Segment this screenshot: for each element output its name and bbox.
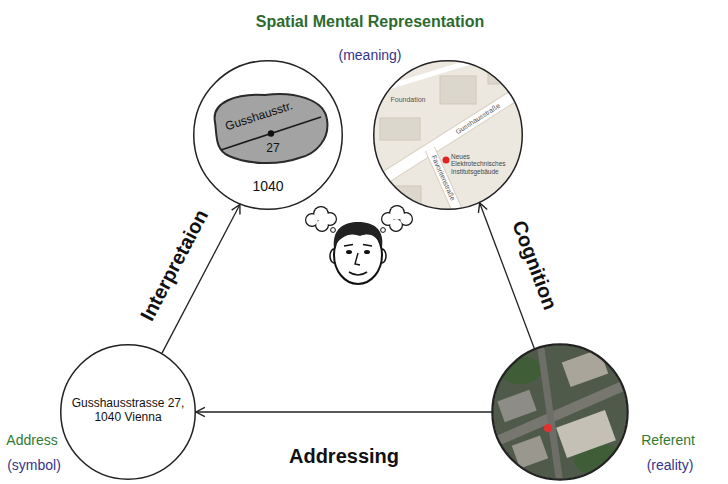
satellite-image-part: [497, 390, 536, 422]
address-dot: [268, 130, 274, 136]
person-face-part: [349, 272, 367, 275]
street-map-part: [380, 118, 420, 140]
street-map-part: [443, 157, 450, 164]
district-outline: [215, 94, 328, 163]
node-outline: [492, 344, 628, 480]
arrow-head: [232, 205, 240, 215]
satellite-image-part: [556, 410, 616, 458]
street-map-part: [370, 55, 530, 215]
subtitle: (meaning): [338, 47, 401, 64]
street-map-part: [440, 76, 476, 104]
meaning-circle: 1040 Gusshausstr.27: [193, 60, 343, 210]
circle-outline: [374, 61, 523, 210]
building-label: Neues Elektrotechnisches Institutsgebäud…: [450, 153, 510, 175]
image-rim: [492, 344, 628, 480]
satellite-image-part: [562, 349, 608, 387]
person-face-part: [364, 250, 370, 254]
person-face-part: [346, 250, 352, 254]
map-label: Foundation: [389, 96, 426, 104]
district-blob: Gusshausstr.27: [207, 90, 331, 166]
thought-bubble-part: [316, 219, 328, 231]
satellite-image-part: [544, 424, 552, 432]
circle-outline: [61, 345, 196, 480]
thought-bubble-part: [390, 219, 402, 231]
connector-arrow: [196, 407, 492, 416]
thought-bubble-part: [400, 213, 412, 225]
house-number: 27: [266, 141, 279, 155]
referent-circle: Referent(reality): [492, 344, 628, 480]
satellite-image-part: [498, 356, 542, 384]
circle-outline: [194, 61, 343, 210]
address-text: Gusshausstrasse 27, 1040 Vienna: [67, 396, 189, 425]
street-label: Gusshausstraße: [453, 101, 502, 136]
connector-line: [196, 411, 492, 412]
corner-subheading: (reality): [647, 457, 694, 474]
diagram-title: Spatial Mental Representation: [256, 12, 485, 31]
corner-subheading: (symbol): [7, 457, 61, 474]
arrow-head: [478, 203, 487, 213]
map-circle: FoundationGusshausstraßeNeues Elektrotec…: [373, 60, 523, 210]
street-map: [370, 55, 530, 215]
street-map-part: [488, 62, 516, 84]
address-circle: Address(symbol)Gusshausstrasse 27, 1040 …: [60, 344, 196, 480]
person-face: [330, 222, 386, 284]
corner-heading: Referent: [641, 432, 695, 449]
person-face-part: [363, 245, 372, 247]
person-face-part: [355, 253, 360, 265]
postcode-text: 1040: [252, 178, 283, 195]
satellite-image: [488, 340, 634, 484]
street-map-part: [385, 62, 470, 88]
corner-heading: Address: [6, 432, 57, 449]
person-face-part: [334, 222, 383, 248]
thought-bubble-part: [331, 228, 336, 233]
street-map-part: [378, 88, 526, 182]
street-map-part: [378, 88, 526, 182]
edge-label: Interpretaion: [135, 205, 213, 324]
circle-outline: [493, 345, 628, 480]
arrow-head: [196, 407, 205, 416]
satellite-image-part: [540, 342, 560, 484]
satellite-image-part: [488, 340, 634, 484]
edge-label: Addressing: [289, 444, 399, 468]
satellite-image-part: [488, 382, 632, 445]
thought-bubble-part: [381, 228, 386, 233]
person-face-part: [344, 245, 353, 247]
